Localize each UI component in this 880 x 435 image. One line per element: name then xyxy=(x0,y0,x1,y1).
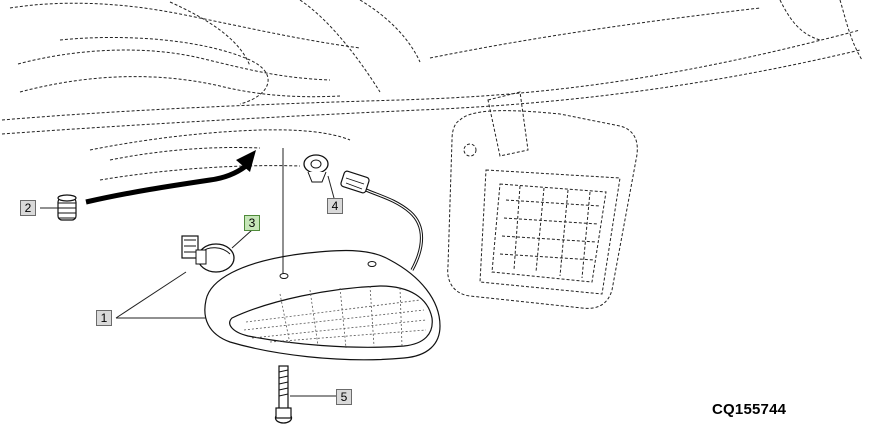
callout-2: 2 xyxy=(20,200,36,216)
work-lamp-phantom xyxy=(447,91,638,309)
part-2-grommet xyxy=(57,194,77,221)
part-1-housing xyxy=(204,249,441,361)
callout-4: 4 xyxy=(327,198,343,214)
insertion-arrow xyxy=(85,150,256,205)
leader-3 xyxy=(231,229,253,249)
part-3-bulb xyxy=(181,235,235,273)
leader-4 xyxy=(327,175,335,199)
callout-1: 1 xyxy=(96,310,112,326)
part-5-bolt xyxy=(274,365,293,424)
vehicle-body-phantom xyxy=(1,0,863,181)
figure-id-label: CQ155744 xyxy=(712,401,787,418)
callout-5: 5 xyxy=(336,389,352,405)
callout-3: 3 xyxy=(244,215,260,231)
part-4-grommet-connector xyxy=(303,154,370,194)
leader-1 xyxy=(115,271,206,319)
